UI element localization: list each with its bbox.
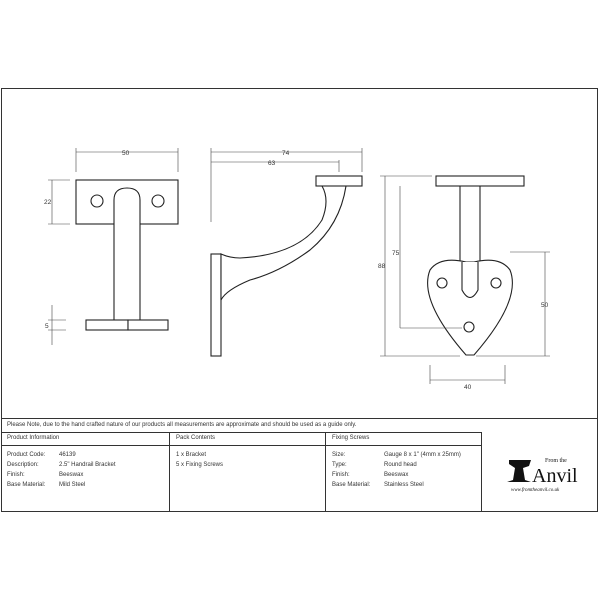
info-label: Base Material:: [7, 482, 46, 488]
info-row: Finish: Beeswax: [7, 470, 163, 480]
dim-side-overall: 74: [282, 150, 290, 157]
info-value: Beeswax: [59, 472, 84, 478]
screw-value: Beeswax: [384, 472, 409, 478]
screw-value: Stainless Steel: [384, 482, 424, 488]
dim-rear-plate-width: 40: [464, 384, 472, 391]
info-row: Description: 2.5" Handrail Bracket: [7, 460, 163, 470]
logo-from: From the: [545, 458, 567, 464]
info-label: Finish:: [7, 472, 25, 478]
screw-label: Base Material:: [332, 482, 371, 488]
front-view: [48, 148, 179, 345]
disclaimer-note: Please Note, due to the hand crafted nat…: [1, 418, 598, 432]
info-label: Description:: [7, 462, 39, 468]
screw-row: Finish: Beeswax: [332, 470, 475, 480]
product-information-panel: Product Information Product Code: 46139 D…: [1, 432, 170, 512]
pack-item: 5 x Fixing Screws: [176, 462, 224, 468]
pack-contents-panel: Pack Contents 1 x Bracket 5 x Fixing Scr…: [170, 432, 326, 512]
info-row: Base Material: Mild Steel: [7, 480, 163, 490]
logo-name: Anvil: [532, 465, 578, 487]
fixing-screws-panel: Fixing Screws Size: Gauge 8 x 1" (4mm x 2…: [326, 432, 482, 512]
screw-value: Gauge 8 x 1" (4mm x 25mm): [384, 452, 461, 458]
screw-value: Round head: [384, 462, 417, 468]
info-row: Product Code: 46139: [7, 450, 163, 460]
drawing-frame: [1, 88, 598, 512]
screw-label: Finish:: [332, 472, 350, 478]
side-view: [210, 148, 363, 357]
info-value: Mild Steel: [59, 482, 86, 488]
product-information-title: Product Information: [1, 433, 169, 446]
dim-rear-plate-height: 50: [541, 302, 549, 309]
screw-row: Base Material: Stainless Steel: [332, 480, 475, 490]
dim-side-inner: 63: [268, 160, 276, 167]
rear-view: [380, 175, 550, 384]
dim-rear-total-height: 88: [378, 263, 386, 270]
dim-front-base: 5: [45, 323, 49, 330]
dim-front-width: 50: [122, 150, 130, 157]
anvil-icon: Anvil From the www.fromtheanvil.co.uk: [507, 458, 578, 493]
logo-url: www.fromtheanvil.co.uk: [511, 488, 560, 493]
info-value: 2.5" Handrail Bracket: [59, 462, 116, 468]
fixing-screws-title: Fixing Screws: [326, 433, 481, 446]
screw-label: Type:: [332, 462, 347, 468]
screw-row: Type: Round head: [332, 460, 475, 470]
screw-label: Size:: [332, 452, 346, 458]
pack-contents-title: Pack Contents: [170, 433, 325, 446]
dim-rear-stem-height: 75: [392, 250, 400, 257]
from-the-anvil-logo: Anvil From the www.fromtheanvil.co.uk: [505, 452, 595, 497]
pack-item: 1 x Bracket: [176, 452, 207, 458]
screw-row: Size: Gauge 8 x 1" (4mm x 25mm): [332, 450, 475, 460]
dim-front-plate-height: 22: [44, 199, 52, 206]
info-label: Product Code:: [7, 452, 46, 458]
info-value: 46139: [59, 452, 76, 458]
